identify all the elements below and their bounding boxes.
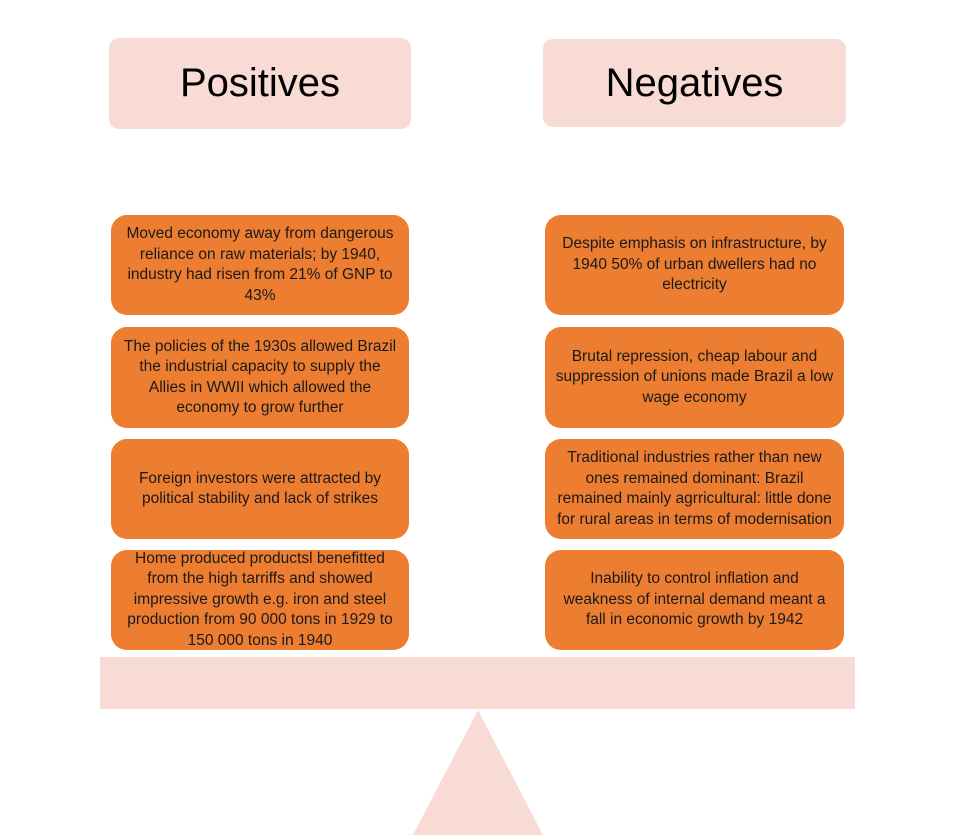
positive-item: Moved economy away from dangerous relian…	[111, 215, 409, 315]
negatives-header: Negatives	[543, 39, 846, 127]
positive-item: The policies of the 1930s allowed Brazil…	[111, 327, 409, 428]
positive-item: Home produced productsl benefitted from …	[111, 550, 409, 650]
positive-item: Foreign investors were attracted by poli…	[111, 439, 409, 539]
negative-item: Traditional industries rather than new o…	[545, 439, 844, 539]
positives-header: Positives	[109, 38, 411, 129]
negative-item: Inability to control inflation and weakn…	[545, 550, 844, 650]
negative-item: Despite emphasis on infrastructure, by 1…	[545, 215, 844, 315]
scale-fulcrum	[413, 710, 543, 835]
scale-beam	[100, 657, 855, 709]
negative-item: Brutal repression, cheap labour and supp…	[545, 327, 844, 428]
